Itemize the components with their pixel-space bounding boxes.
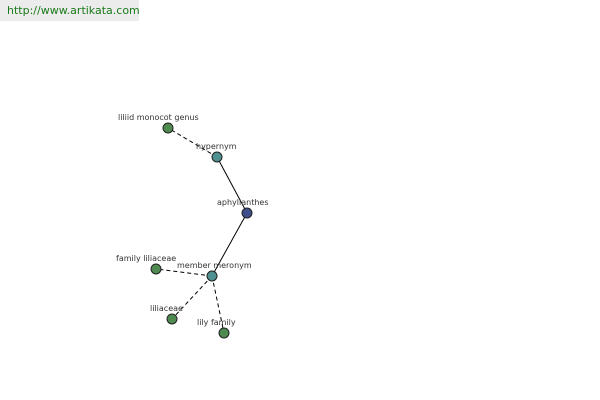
node-label: liliid monocot genus — [118, 113, 199, 122]
node-liliid-monocot-genus[interactable]: liliid monocot genus — [118, 113, 199, 134]
edge-center-member-meronym — [211, 212, 248, 277]
node-lily-family[interactable]: lily family — [197, 318, 236, 339]
node-aphyllanthes[interactable]: aphyllanthes — [217, 198, 269, 219]
node-label: lily family — [197, 318, 236, 327]
node-liliaceae[interactable]: liliaceae — [150, 304, 183, 325]
node-hypernym[interactable]: hypernym — [196, 142, 237, 163]
node-member-meronym[interactable]: member meronym — [177, 261, 252, 282]
node-circle — [241, 207, 253, 219]
node-circle — [162, 122, 174, 134]
node-circle — [166, 313, 178, 325]
edge-meronym-lily-family — [211, 275, 225, 334]
edge-center-hypernym — [216, 156, 248, 214]
node-label: aphyllanthes — [217, 198, 269, 207]
edge-hypernym-liliid — [167, 127, 218, 158]
node-label: hypernym — [196, 142, 237, 151]
edge-meronym-family-liliaceae — [155, 268, 213, 277]
edge-meronym-liliaceae — [171, 275, 213, 320]
node-circle — [206, 270, 218, 282]
site-url-link[interactable]: http://www.artikata.com — [0, 0, 140, 21]
node-label: liliaceae — [150, 304, 183, 313]
node-circle — [218, 327, 230, 339]
node-label: member meronym — [177, 261, 252, 270]
node-family-liliaceae[interactable]: family liliaceae — [116, 254, 176, 275]
node-label: family liliaceae — [116, 254, 176, 263]
node-circle — [211, 151, 223, 163]
node-circle — [150, 263, 162, 275]
